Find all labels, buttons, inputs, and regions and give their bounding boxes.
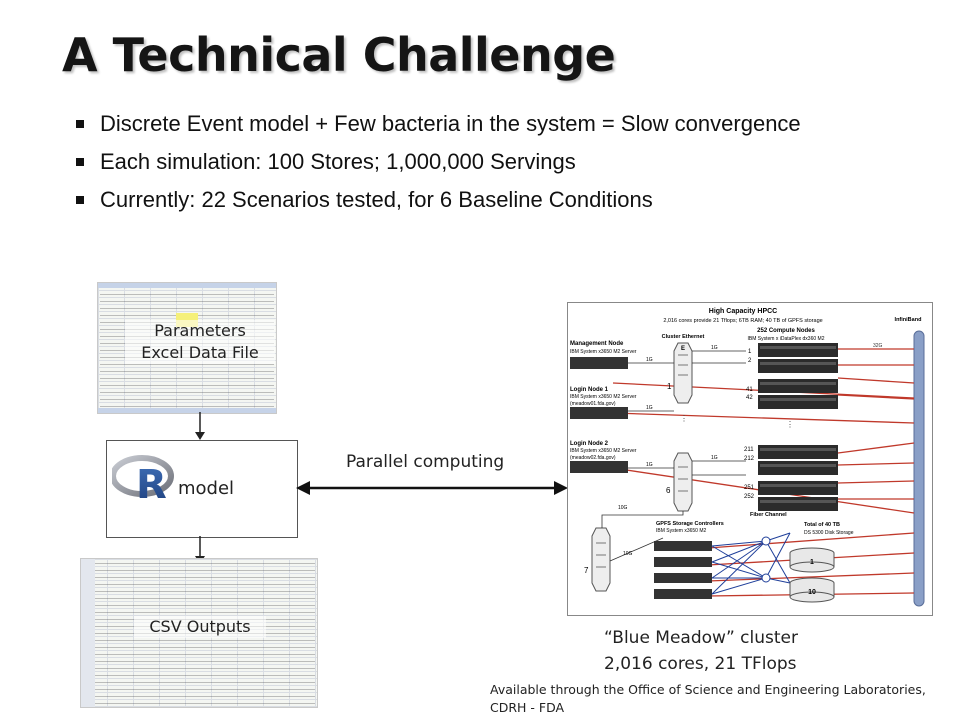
fiber-links: [711, 532, 791, 595]
cluster-caption: “Blue Meadow” cluster 2,016 cores, 21 TF…: [604, 625, 798, 677]
parallel-computing-arrow: [296, 481, 568, 495]
login1-sub: IBM System x3650 M2 Server: [570, 394, 637, 400]
storage-num: 1: [810, 559, 814, 566]
ethernet-label: Cluster Ethernet: [662, 334, 705, 340]
link-1g-a: 1G: [711, 345, 718, 351]
disk-storage-icon: [789, 547, 835, 603]
storage-num: 10: [808, 589, 816, 596]
gpfs-title: GPFS Storage Controllers: [656, 521, 724, 527]
footnote: Available through the Office of Science …: [490, 682, 926, 715]
ellipsis-dots: ⋮: [680, 414, 688, 423]
compute-node-group-bottom: [758, 445, 838, 511]
infiniband-bar: [913, 330, 925, 607]
link-10g-b: 10G: [623, 551, 633, 557]
node-num: 1: [748, 349, 752, 355]
model-label: model: [178, 478, 235, 499]
slide-title: A Technical Challenge: [62, 28, 616, 82]
r-logo-letter: R: [136, 462, 167, 506]
mgmt-sub: IBM System x3650 M2 Server: [570, 349, 637, 355]
cluster-svg: High Capacity HPCC 2,016 cores provide 2…: [570, 308, 925, 607]
gpfs-sub: IBM System x3650 M2: [656, 528, 707, 534]
cluster-header-title: High Capacity HPCC: [709, 308, 777, 315]
input-file-line2: Excel Data File: [141, 343, 259, 362]
switch-number-7: 7: [584, 566, 589, 575]
ethernet-switch-6: [673, 452, 693, 512]
ethernet-switch-1: [673, 342, 693, 404]
link-1g-b: 1G: [711, 455, 718, 461]
node-num: 212: [744, 456, 755, 462]
cluster-header-sub: 2,016 cores provide 21 Tflops; 6TB RAM; …: [663, 318, 822, 324]
compute-sub: IBM System x iDataPlex dx360 M2: [748, 336, 825, 342]
parallel-computing-label: Parallel computing: [346, 452, 505, 472]
link-1g-d: 1G: [646, 405, 653, 411]
fiber-label: Fiber Channel: [750, 512, 787, 518]
mgmt-server: [570, 357, 628, 369]
login2-title: Login Node 2: [570, 441, 609, 447]
compute-node-group-top: [758, 343, 838, 409]
input-file-line1: Parameters: [154, 321, 246, 340]
login2-sub: IBM System x3650 M2 Server: [570, 448, 637, 454]
bullet-item: Currently: 22 Scenarios tested, for 6 Ba…: [70, 186, 830, 214]
bullet-item: Each simulation: 100 Stores; 1,000,000 S…: [70, 148, 830, 176]
node-num: 41: [746, 387, 753, 393]
link-10g-a: 10G: [618, 505, 628, 511]
login1-server: [570, 407, 628, 419]
fiber-switch-b: [761, 573, 771, 583]
storage-title: Total of 40 TB: [804, 522, 840, 528]
storage-sub: DS 5300 Disk Storage: [804, 530, 854, 536]
gpfs-servers: [654, 541, 712, 599]
link-1g-e: 1G: [646, 462, 653, 468]
switch-number-6: 6: [666, 486, 671, 495]
fiber-switch-a: [761, 536, 771, 546]
cluster-caption-line1: “Blue Meadow” cluster: [604, 628, 798, 648]
switch-letter: E: [681, 346, 685, 352]
bullet-list: Discrete Event model + Few bacteria in t…: [70, 110, 830, 224]
ellipsis-dots: ⋮: [786, 420, 794, 429]
cluster-caption-line2: 2,016 cores, 21 TFlops: [604, 654, 797, 674]
bullet-item: Discrete Event model + Few bacteria in t…: [70, 110, 830, 138]
node-num: 252: [744, 494, 755, 500]
login2-server: [570, 461, 628, 473]
r-logo-icon: R: [112, 455, 174, 506]
node-num: 211: [744, 447, 754, 453]
input-file-label: Parameters Excel Data File: [125, 320, 275, 364]
switch-number-1: 1: [667, 382, 672, 391]
link-1g-c: 1G: [646, 357, 653, 363]
login2-host: (meadow02.fda.gov): [570, 455, 616, 461]
node-num: 2: [748, 358, 752, 364]
login1-title: Login Node 1: [570, 387, 609, 393]
infiniband-label: InfiniBand: [895, 317, 922, 323]
link-32g: 32G: [873, 343, 883, 349]
cluster-diagram: High Capacity HPCC 2,016 cores provide 2…: [567, 302, 933, 616]
output-file-label: CSV Outputs: [134, 616, 266, 638]
compute-title: 252 Compute Nodes: [757, 328, 815, 334]
ethernet-links: [601, 350, 746, 562]
node-num: 251: [744, 485, 755, 491]
ethernet-switch-7: [591, 527, 611, 592]
login1-host: (meadow01.fda.gov): [570, 401, 616, 407]
input-arrow: [195, 412, 205, 440]
mgmt-title: Management Node: [570, 341, 624, 347]
node-num: 42: [746, 395, 753, 401]
